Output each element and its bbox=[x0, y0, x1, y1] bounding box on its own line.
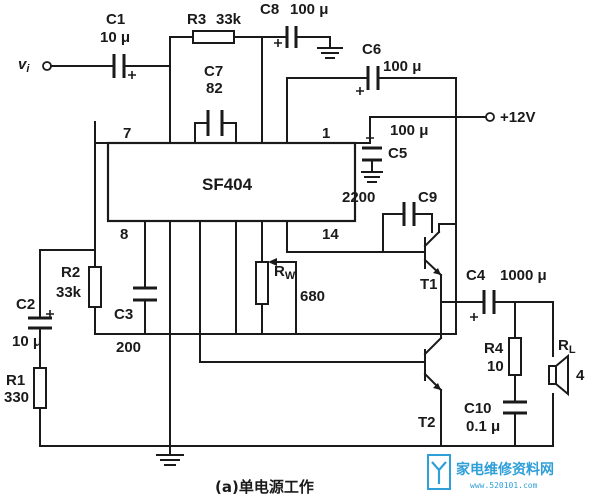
c5-ground-icon bbox=[361, 171, 383, 183]
c10-name: C10 bbox=[464, 400, 492, 417]
supply-label: +12V bbox=[500, 109, 535, 126]
r2-value: 33k bbox=[56, 284, 82, 301]
watermark: 家电维修资料网 www.520101.com bbox=[427, 454, 554, 490]
c2-capacitor bbox=[28, 316, 52, 330]
c8-ground-icon bbox=[317, 47, 343, 59]
c5-name: C5 bbox=[388, 145, 407, 162]
mid-rail-wire bbox=[94, 301, 457, 335]
c4-value: 1000 μ bbox=[500, 267, 547, 284]
c3-value: 200 bbox=[116, 339, 141, 356]
c6-plus bbox=[356, 87, 364, 95]
t1-name: T1 bbox=[420, 276, 438, 293]
c8-name: C8 bbox=[260, 1, 279, 18]
ic-label: SF404 bbox=[202, 175, 253, 194]
c6-name: C6 bbox=[362, 41, 381, 58]
t1-transistor bbox=[423, 223, 443, 303]
rw-label: RW bbox=[274, 263, 296, 282]
rl-label: RL bbox=[558, 337, 576, 356]
svg-text:www.520101.com: www.520101.com bbox=[470, 481, 538, 490]
c5-plus bbox=[366, 134, 374, 142]
supply-terminal bbox=[485, 112, 495, 122]
r3-value: 33k bbox=[216, 11, 242, 28]
r1-bottom-wire bbox=[39, 407, 554, 447]
t2-name: T2 bbox=[418, 414, 436, 431]
c9-capacitor bbox=[402, 202, 416, 226]
c1-plus bbox=[128, 71, 136, 79]
c8-plus bbox=[274, 39, 282, 47]
t1-arrow bbox=[433, 268, 441, 275]
t2-base-wire bbox=[199, 220, 426, 363]
c8-capacitor bbox=[285, 26, 298, 48]
r1-value: 330 bbox=[4, 389, 29, 406]
c4-output-wire bbox=[493, 301, 554, 357]
rw-wiper bbox=[275, 261, 297, 311]
r2-resistor bbox=[88, 266, 102, 308]
r4-value: 10 bbox=[487, 358, 504, 375]
r1-name: R1 bbox=[6, 372, 25, 389]
c3-name: C3 bbox=[114, 306, 133, 323]
c5-value: 100 μ bbox=[390, 122, 428, 139]
c7-value: 82 bbox=[206, 80, 223, 97]
c2-value: 10 μ bbox=[12, 333, 42, 350]
c8-ground-wire bbox=[295, 36, 331, 49]
c6-capacitor bbox=[366, 66, 380, 90]
c6-right-wire bbox=[377, 77, 457, 303]
c1-name: C1 bbox=[106, 11, 125, 28]
r2-name: R2 bbox=[61, 264, 80, 281]
c10-capacitor bbox=[503, 400, 527, 415]
t2-arrow bbox=[433, 383, 441, 390]
c7-capacitor bbox=[206, 110, 224, 136]
pin-8-label: 8 bbox=[120, 226, 128, 243]
c5-capacitor bbox=[362, 146, 382, 162]
c10-value: 0.1 μ bbox=[466, 418, 500, 435]
rl-value: 4 bbox=[576, 367, 585, 384]
c2-plus bbox=[46, 310, 54, 318]
figure-caption: (a)单电源工作 bbox=[215, 478, 314, 496]
c3-capacitor bbox=[133, 286, 157, 302]
r4-name: R4 bbox=[484, 340, 504, 357]
pin7-wire bbox=[94, 121, 109, 251]
c1-capacitor bbox=[112, 54, 126, 78]
c7-name: C7 bbox=[204, 63, 223, 80]
c9-name: C9 bbox=[418, 189, 437, 206]
t2-transistor bbox=[423, 301, 443, 447]
c9-wires bbox=[382, 213, 433, 253]
r1-resistor bbox=[33, 367, 47, 409]
rw-value: 680 bbox=[300, 288, 325, 305]
svg-text:家电维修资料网: 家电维修资料网 bbox=[456, 461, 554, 478]
r3-resistor bbox=[192, 30, 235, 44]
c7-wires bbox=[194, 122, 237, 144]
c4-plus bbox=[470, 313, 478, 321]
r3-left-wire bbox=[169, 36, 194, 67]
rw-wiper-arrow bbox=[268, 258, 277, 266]
input-label: vi bbox=[18, 56, 30, 75]
rw-wires bbox=[235, 220, 263, 335]
speaker-icon bbox=[548, 353, 569, 397]
c8-value: 100 μ bbox=[290, 1, 328, 18]
pin14-wire bbox=[286, 220, 426, 253]
c6-left-wire bbox=[286, 77, 369, 144]
c4-capacitor bbox=[482, 290, 496, 314]
r3-name: R3 bbox=[187, 11, 206, 28]
c2-name: C2 bbox=[16, 296, 35, 313]
c9-value: 2200 bbox=[342, 189, 375, 206]
pin-1-label: 1 bbox=[322, 125, 330, 142]
input-terminal bbox=[42, 61, 52, 71]
pin-7-label: 7 bbox=[123, 125, 131, 142]
pin-14-label: 14 bbox=[322, 226, 339, 243]
ic-sf404-body bbox=[106, 141, 357, 223]
rw-resistor bbox=[255, 261, 269, 305]
c1-value: 10 μ bbox=[100, 29, 130, 46]
c4-name: C4 bbox=[466, 267, 486, 284]
c6-value: 100 μ bbox=[383, 58, 421, 75]
r4-resistor bbox=[508, 337, 522, 376]
main-ground-icon bbox=[156, 454, 184, 466]
